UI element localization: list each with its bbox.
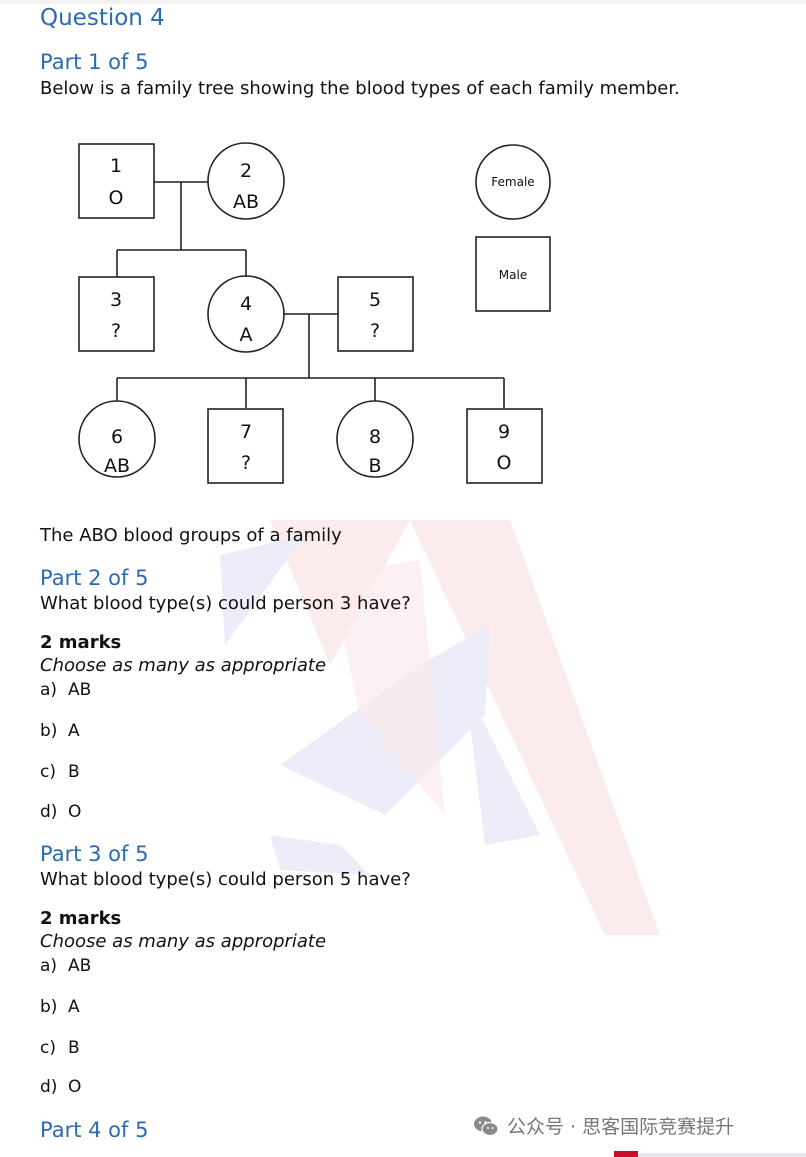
person-7-blood: ? bbox=[241, 452, 251, 474]
part1-text: Below is a family tree showing the blood… bbox=[40, 78, 680, 99]
part2-option-c[interactable]: c)B bbox=[40, 762, 80, 782]
part2-option-d[interactable]: d)O bbox=[40, 802, 82, 822]
part1-heading: Part 1 of 5 bbox=[40, 50, 149, 74]
person-6-id: 6 bbox=[111, 426, 123, 448]
person-1-blood: O bbox=[109, 187, 124, 209]
part3-option-a[interactable]: a)AB bbox=[40, 956, 92, 976]
question-title: Question 4 bbox=[40, 5, 165, 31]
person-6-symbol bbox=[78, 400, 156, 478]
person-4-symbol bbox=[207, 275, 285, 353]
part3-heading: Part 3 of 5 bbox=[40, 842, 149, 866]
part2-marks: 2 marks bbox=[40, 632, 122, 653]
person-6-blood: AB bbox=[104, 455, 130, 477]
part3-option-d[interactable]: d)O bbox=[40, 1077, 82, 1097]
legend-female-symbol bbox=[475, 144, 551, 220]
part2-heading: Part 2 of 5 bbox=[40, 566, 149, 590]
person-3-id: 3 bbox=[110, 289, 122, 311]
part3-option-c[interactable]: c)B bbox=[40, 1038, 80, 1058]
part3-question: What blood type(s) could person 5 have? bbox=[40, 869, 411, 890]
person-5-blood: ? bbox=[370, 320, 380, 342]
top-strip bbox=[0, 0, 806, 4]
background-watermark bbox=[220, 520, 660, 935]
person-2-symbol bbox=[207, 142, 285, 220]
person-8-blood: B bbox=[368, 455, 381, 477]
part3-marks: 2 marks bbox=[40, 908, 122, 929]
legend-female-label: Female bbox=[491, 175, 534, 189]
footer-watermark-text: 公众号 · 思客国际竞赛提升 bbox=[507, 1116, 735, 1138]
part2-question: What blood type(s) could person 3 have? bbox=[40, 593, 411, 614]
person-7-symbol bbox=[207, 408, 284, 484]
person-1-id: 1 bbox=[110, 155, 122, 177]
person-9-id: 9 bbox=[498, 421, 510, 443]
part2-hint: Choose as many as appropriate bbox=[40, 655, 327, 676]
bottom-logo-fragment bbox=[614, 1151, 806, 1157]
person-9-blood: O bbox=[497, 452, 512, 474]
footer-watermark: 公众号 · 思客国际竞赛提升 bbox=[473, 1112, 734, 1139]
person-9-symbol bbox=[466, 408, 543, 484]
person-3-symbol bbox=[78, 276, 155, 352]
person-2-blood: AB bbox=[233, 191, 259, 213]
legend-male-symbol bbox=[475, 236, 551, 312]
legend-male-label: Male bbox=[499, 268, 527, 282]
part4-heading: Part 4 of 5 bbox=[40, 1118, 149, 1142]
person-3-blood: ? bbox=[111, 320, 121, 342]
wechat-icon bbox=[474, 1116, 499, 1136]
part2-option-b[interactable]: b)A bbox=[40, 721, 80, 741]
person-4-blood: A bbox=[240, 324, 253, 346]
person-2-id: 2 bbox=[240, 160, 252, 182]
person-4-id: 4 bbox=[240, 293, 252, 315]
part3-option-b[interactable]: b)A bbox=[40, 997, 80, 1017]
family-tree-diagram: 1 O 2 AB 3 ? 4 A 5 ? 6 AB 7 ? 8 B 9 O Fe… bbox=[78, 142, 551, 484]
person-7-id: 7 bbox=[240, 421, 252, 443]
person-1-symbol bbox=[78, 143, 155, 219]
part3-hint: Choose as many as appropriate bbox=[40, 931, 327, 952]
person-5-id: 5 bbox=[369, 289, 381, 311]
person-8-id: 8 bbox=[369, 426, 381, 448]
person-8-symbol bbox=[336, 400, 414, 478]
part2-option-a[interactable]: a)AB bbox=[40, 680, 92, 700]
person-5-symbol bbox=[337, 276, 414, 352]
figure-caption: The ABO blood groups of a family bbox=[40, 525, 342, 546]
